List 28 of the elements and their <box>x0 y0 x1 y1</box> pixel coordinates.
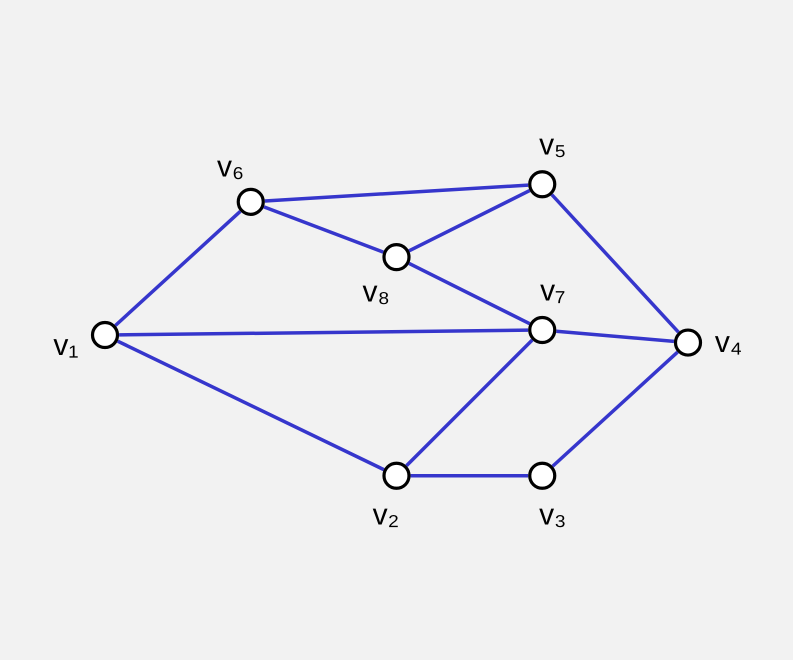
vertex-circle <box>528 462 556 490</box>
edge-line <box>405 338 534 468</box>
vertex-label: v₅ <box>539 128 566 162</box>
vertex-circle <box>236 188 265 216</box>
vertex-label: v₆ <box>216 150 244 184</box>
vertex-circle <box>528 170 556 198</box>
vertex-circle <box>674 328 702 357</box>
vertex-label: v₁ <box>53 329 78 362</box>
vertex-circle <box>90 320 120 350</box>
edge-line <box>556 329 674 344</box>
vertex-label: v₃ <box>539 498 566 532</box>
vertex-label: v₄ <box>714 326 742 360</box>
edge-line <box>264 183 528 203</box>
vertex-label: v₇ <box>540 274 566 308</box>
vertex-label: v₂ <box>372 498 400 532</box>
edge-line <box>408 262 530 326</box>
edge-line <box>550 193 680 334</box>
edge-line <box>263 205 384 254</box>
vertex-circle <box>382 462 411 490</box>
edge-line <box>408 188 530 252</box>
vertex-circle <box>382 243 411 272</box>
edge-line <box>114 210 242 327</box>
vertex-circle <box>528 316 556 344</box>
vertex-label: v₈ <box>362 276 390 309</box>
edge-line <box>410 474 528 478</box>
edge-line <box>116 340 385 472</box>
edge-line <box>551 350 679 468</box>
edge-line <box>119 328 528 337</box>
